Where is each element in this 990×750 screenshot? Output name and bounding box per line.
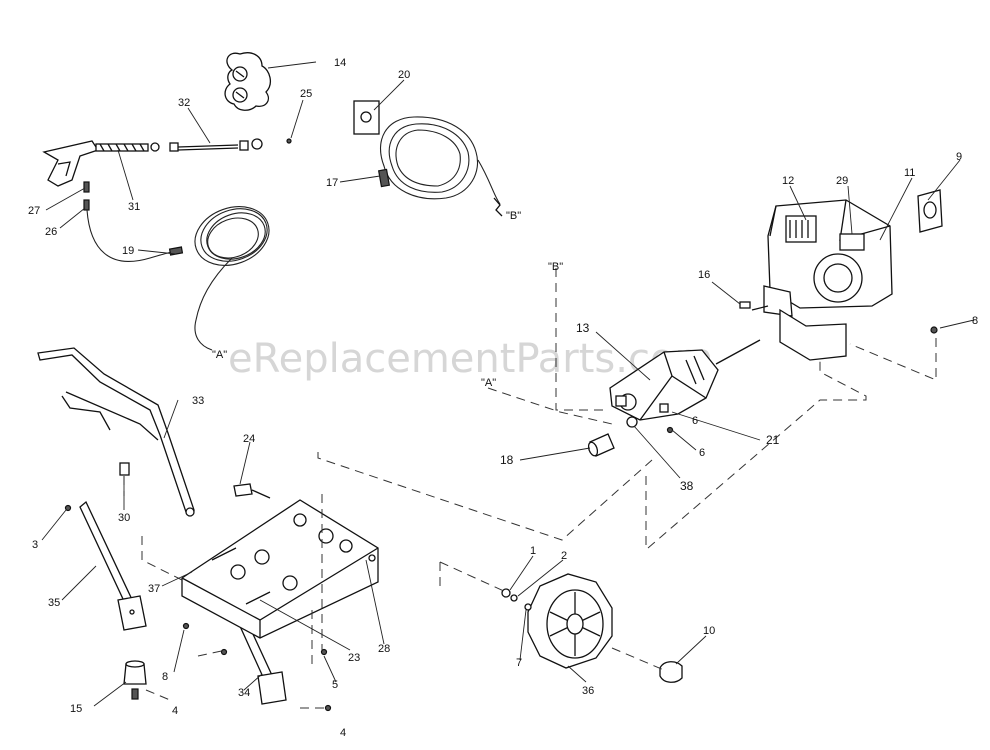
mark-a-hose: "A" [212, 349, 227, 361]
callout-1: 1 [530, 545, 536, 557]
callout-33: 33 [192, 395, 204, 407]
callout-35: 35 [48, 597, 60, 609]
wheel [527, 573, 613, 669]
callout-30: 30 [118, 512, 130, 524]
connection-marks: "A" "B" "A" "B" [212, 210, 563, 389]
callout-26: 26 [45, 226, 57, 238]
callout-23: 23 [348, 652, 360, 664]
garden-hose [377, 116, 503, 217]
callout-38: 38 [680, 479, 694, 493]
mark-b-hose: "B" [506, 210, 521, 222]
handle [37, 347, 195, 517]
callout-4-bottom: 4 [340, 727, 346, 739]
callout-14: 14 [334, 57, 346, 69]
callout-15: 15 [70, 703, 82, 715]
callout-32: 32 [178, 97, 190, 109]
callout-25: 25 [300, 88, 312, 100]
callout-8-left: 8 [162, 671, 168, 683]
engine-decal [917, 189, 943, 233]
callout-3: 3 [32, 539, 38, 551]
callout-12: 12 [782, 175, 794, 187]
handle-knob [119, 462, 130, 496]
handle-bracket-left [79, 500, 147, 631]
engine-key [739, 301, 751, 309]
callout-10: 10 [703, 625, 715, 637]
callout-2: 2 [561, 550, 567, 562]
spray-gun-assembly [42, 140, 160, 187]
callout-20: 20 [398, 69, 410, 81]
spray-wand [169, 138, 292, 152]
callout-37: 37 [148, 583, 160, 595]
callout-18: 18 [500, 453, 514, 467]
small-hardware [64, 326, 938, 712]
callout-13: 13 [576, 321, 590, 335]
callout-6-pump: 6 [699, 447, 705, 459]
gun-fittings [83, 181, 90, 211]
connection-lines [141, 268, 937, 709]
callout-6-small: 6 [692, 415, 698, 427]
callout-7: 7 [516, 657, 522, 669]
leader-lines [41, 61, 975, 707]
callout-11: 11 [904, 167, 915, 179]
pump-inlet-adapter [587, 433, 615, 457]
high-pressure-hose [86, 206, 270, 351]
callout-8-right: 8 [972, 315, 978, 327]
callout-34: 34 [238, 687, 250, 699]
mark-a-pump: "A" [481, 377, 496, 389]
callout-9: 9 [956, 151, 962, 163]
mark-b-pump: "B" [548, 261, 563, 273]
callout-36: 36 [582, 685, 594, 697]
wheel-hardware [501, 588, 683, 683]
callout-5: 5 [332, 679, 338, 691]
callout-19: 19 [122, 245, 134, 257]
foot [123, 660, 147, 700]
engine [751, 199, 893, 361]
callout-labels: 14 25 32 31 27 26 19 20 17 9 11 29 12 16… [28, 57, 978, 739]
callout-24: 24 [243, 433, 255, 445]
decal [353, 100, 380, 135]
callout-31: 31 [128, 201, 140, 213]
callout-4-left: 4 [172, 705, 178, 717]
callout-16: 16 [698, 269, 710, 281]
base-frame [181, 499, 379, 639]
callout-28: 28 [378, 643, 390, 655]
callout-21: 21 [766, 433, 780, 447]
pump-bolt [233, 483, 271, 499]
callout-29: 29 [836, 175, 848, 187]
callout-27: 27 [28, 205, 40, 217]
callout-17: 17 [326, 177, 338, 189]
nozzle-holder [224, 52, 272, 111]
pump [609, 339, 761, 428]
